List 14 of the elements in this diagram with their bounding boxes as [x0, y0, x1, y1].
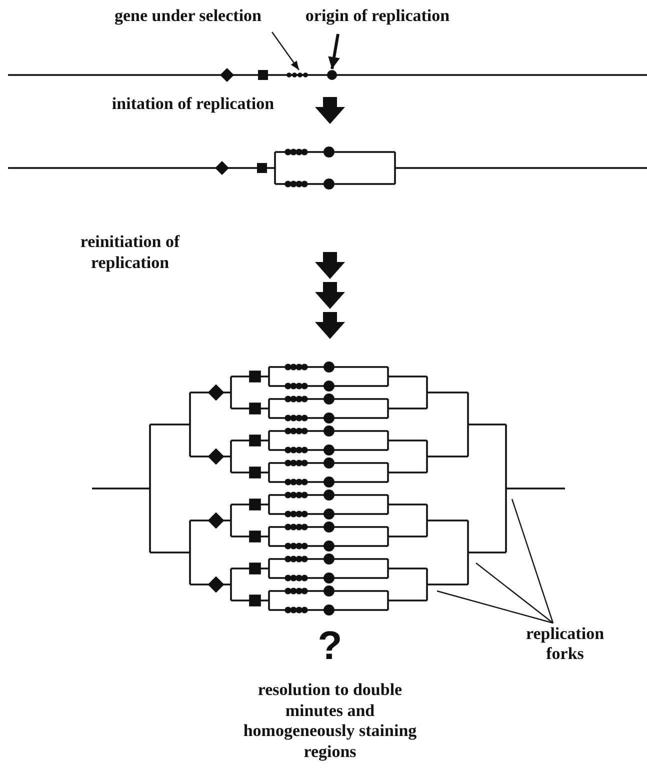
leader-line [476, 562, 554, 624]
callout-text: gene under selection [98, 6, 278, 26]
caption-text: initation of replication [110, 94, 276, 115]
gene-marks [286, 72, 308, 78]
leader-line [511, 498, 554, 624]
leader-line [328, 34, 340, 70]
callout-text: replication forks [515, 624, 615, 665]
caption-text: resolution to double minutes and homogeneously staining regions [242, 680, 418, 763]
question-mark: ? [316, 623, 344, 670]
caption-text: reinitiation of replication [80, 232, 180, 274]
leader-line [436, 590, 554, 624]
callout-text: origin of replication [290, 6, 465, 26]
leader-line [272, 32, 300, 70]
origin-dot [327, 70, 337, 80]
